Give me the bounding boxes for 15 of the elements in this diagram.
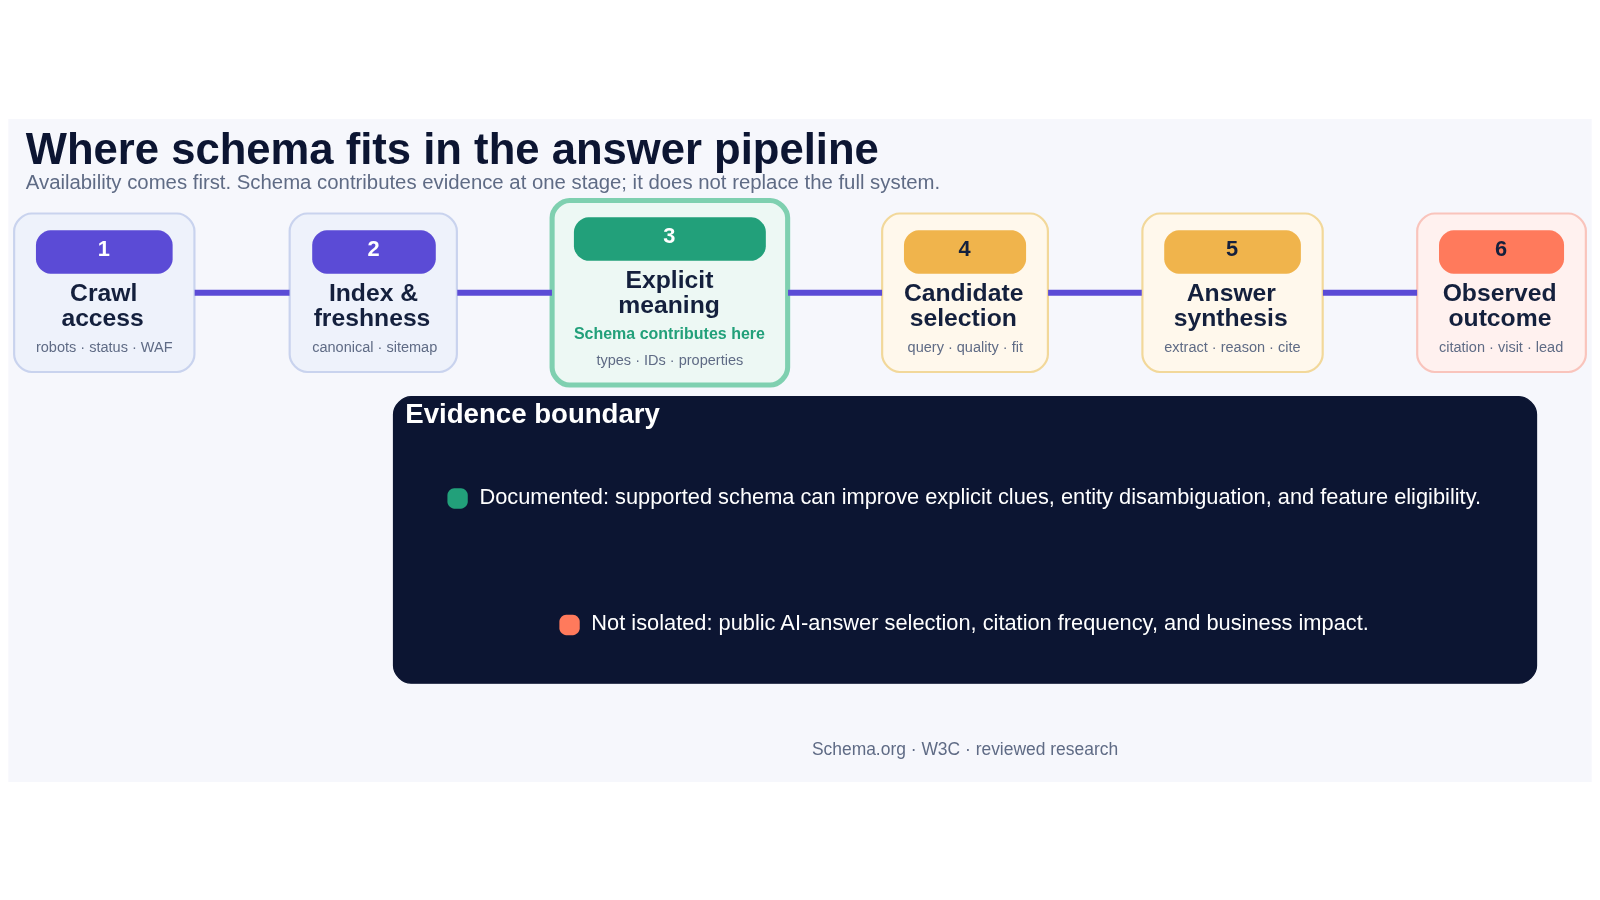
node-box: 2 Index & freshness canonical · sitemap (288, 211, 458, 373)
node-box: 6 Observed outcome citation · visit · lead (1416, 211, 1587, 373)
diagram-title: Where schema fits in the answer pipeline (25, 124, 879, 173)
node-box: 4 Candidate selection query · quality · fit (881, 211, 1049, 373)
connector (194, 289, 290, 296)
legend-label: Not isolated: public AI-answer selection, citation frequency, and business impact. (591, 609, 1369, 635)
node-box: 5 Answer synthesis extract · reason · cite (1141, 211, 1324, 373)
node-box: 3 Explicit meaning Schema contributes here types · IDs · properties (549, 197, 791, 388)
node-box: 1 Crawl access robots · status · WAF (13, 211, 196, 373)
connector (457, 289, 552, 296)
connector (1048, 289, 1142, 296)
legend-label: Documented: supported schema can improve explicit clues, entity disambiguation, and feature eligibility. (479, 483, 1481, 509)
label: Schema.org · W3C · reviewed research (811, 738, 1119, 759)
connector (788, 289, 883, 296)
connector (1322, 289, 1418, 296)
